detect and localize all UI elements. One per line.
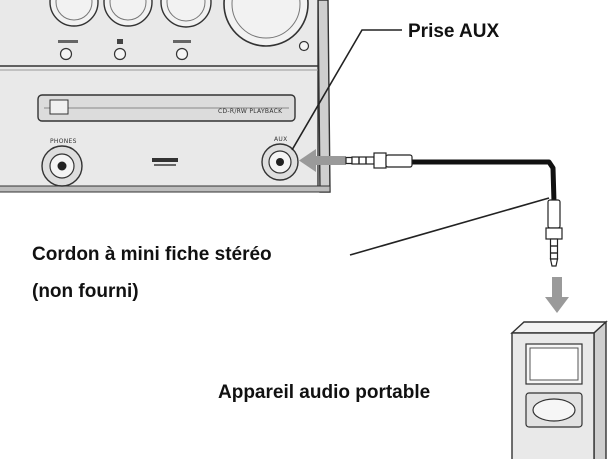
portable-audio-device [510, 320, 608, 459]
plug-collar-h [373, 152, 387, 169]
cable-outline [410, 157, 559, 203]
portable-device-callout: Appareil audio portable [218, 382, 430, 403]
volume-dial [223, 0, 309, 47]
cd-slot-label: CD-R/RW PLAYBACK [218, 108, 283, 115]
insert-arrow-shaft [312, 156, 346, 165]
small-button-1 [59, 47, 73, 61]
knob-2-inner [109, 0, 147, 21]
plug-sleeve-v [547, 199, 561, 229]
small-button-4 [298, 40, 310, 52]
logo-mark-top [152, 158, 178, 162]
knob-3-inner [166, 0, 206, 22]
knob-1-inner [55, 0, 93, 21]
logo-mark-bottom [154, 164, 176, 166]
phones-jack-hole [57, 161, 67, 171]
plug-pin-h [351, 156, 375, 165]
knob-3 [160, 0, 212, 28]
stereo-unit: CD-R/RW PLAYBACK PHONES AUX [0, 0, 331, 193]
mini-plug-vertical [545, 199, 563, 267]
knob-2 [103, 0, 153, 27]
insert-arrow-left [299, 149, 346, 172]
cable-wire [410, 159, 557, 203]
connect-arrow-head [545, 297, 569, 313]
cable-callout-line2: (non fourni) [32, 281, 139, 302]
plug-tip-v [549, 258, 559, 267]
plug-sleeve-h [385, 154, 413, 168]
aux-jack-label: AUX [274, 136, 288, 143]
cable-callout-line1: Cordon à mini fiche stéréo [32, 244, 272, 265]
button-label-mark-1 [58, 40, 78, 43]
aux-callout-leader [291, 29, 402, 151]
device-top-face [510, 321, 608, 334]
plug-tip-h [345, 156, 353, 165]
small-button-3 [175, 47, 189, 61]
device-click-wheel [532, 398, 576, 422]
aux-jack-callout: Prise AUX [408, 21, 499, 42]
unit-logo [152, 158, 178, 166]
device-side-face [593, 320, 607, 459]
button-label-mark-3 [173, 40, 191, 43]
knob-1 [49, 0, 99, 27]
aux-jack-hole [276, 158, 284, 166]
stereo-mini-plug-cable [345, 152, 563, 267]
plug-pin-v [549, 238, 559, 260]
cable-callout-leader [349, 197, 550, 256]
button-label-mark-2 [117, 39, 123, 44]
connect-arrow-down [545, 277, 569, 313]
unit-base [0, 185, 331, 193]
cd-eject-area [49, 99, 69, 115]
phones-jack-label: PHONES [50, 138, 77, 145]
insert-arrow-head [299, 149, 316, 172]
mini-plug-horizontal [345, 152, 413, 169]
volume-dial-inner [231, 0, 301, 39]
small-button-2 [113, 47, 127, 61]
device-screen [529, 347, 579, 381]
connect-arrow-shaft [552, 277, 562, 299]
plug-collar-v [545, 227, 563, 240]
